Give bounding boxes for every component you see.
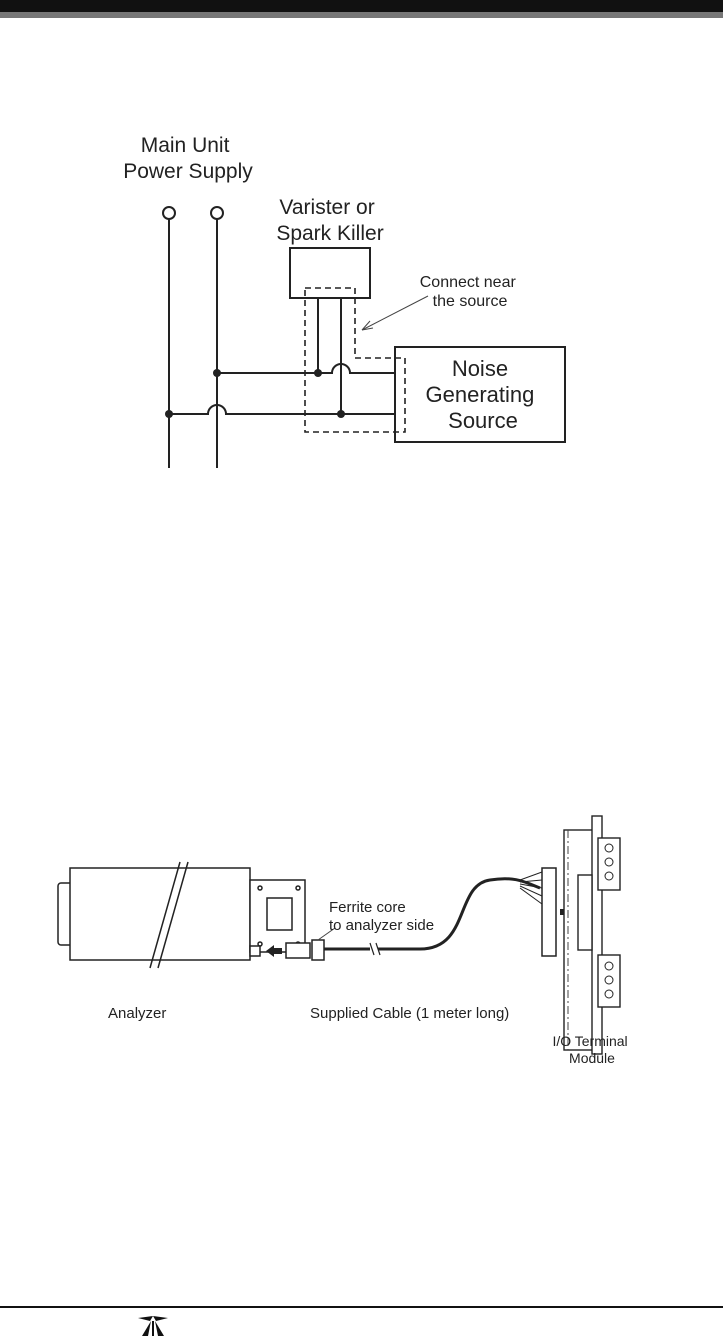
terminal-screw — [604, 857, 614, 867]
analyzer-port — [249, 945, 261, 957]
cable-fanout — [519, 879, 543, 883]
junction-dot — [314, 369, 322, 377]
cable-connection-diagram: Ferrite core to analyzer side Analyzer S… — [57, 815, 631, 1066]
insert-arrow-left-icon — [266, 945, 282, 957]
noise-source-box — [394, 346, 566, 443]
analyzer-break-line — [157, 861, 189, 969]
footer-rule — [0, 1306, 723, 1308]
io-terminal-label: I/O Terminal Module — [552, 1033, 631, 1066]
terminal-screw — [604, 843, 614, 853]
analyzer-body — [69, 867, 251, 961]
ferrite-core-label: Ferrite core to analyzer side — [329, 899, 434, 934]
terminal-screw — [604, 961, 614, 971]
header-rule — [0, 0, 723, 18]
analyzer-connector-window — [266, 897, 293, 931]
cable-plug — [285, 942, 311, 959]
terminal-screw — [604, 975, 614, 985]
analyzer-break-line — [149, 861, 181, 969]
cable-connector — [541, 867, 557, 957]
junction-dot — [213, 369, 221, 377]
teledyne-logo-icon — [138, 1316, 168, 1336]
terminal-screw — [604, 989, 614, 999]
cable-fanout — [519, 883, 543, 889]
terminal-socket — [577, 874, 593, 951]
cable-fanout — [519, 871, 543, 881]
cable-fanout — [519, 885, 543, 897]
power-terminal-right — [210, 206, 224, 220]
plate-screw — [257, 885, 263, 891]
ferrite-core-icon — [311, 939, 325, 961]
noise-suppression-diagram: Main Unit Power Supply Varister or Spark… — [123, 134, 566, 468]
junction-dot — [165, 410, 173, 418]
callout-arrowhead — [361, 320, 374, 331]
connect-near-label: Connect near the source — [420, 274, 521, 310]
upper-wire — [217, 363, 395, 374]
analyzer-label: Analyzer — [108, 1005, 166, 1022]
ferrite-callout-line — [317, 927, 336, 941]
connect-near-outline — [304, 287, 406, 433]
varister-box — [289, 247, 371, 299]
noise-source-label: Noise Generating Source — [426, 356, 541, 433]
cable-fanout — [519, 887, 543, 905]
junction-dot — [337, 410, 345, 418]
plate-screw — [295, 885, 301, 891]
lower-wire — [169, 404, 395, 415]
cable-break-mark — [369, 942, 381, 956]
power-supply-label: Main Unit Power Supply — [123, 134, 253, 183]
supplied-cable-label: Supplied Cable (1 meter long) — [310, 1005, 509, 1022]
supplied-cable — [324, 877, 541, 951]
callout-arrow — [361, 295, 429, 331]
power-terminal-left — [162, 206, 176, 220]
varister-label: Varister or Spark Killer — [276, 196, 383, 245]
terminal-screw — [604, 871, 614, 881]
